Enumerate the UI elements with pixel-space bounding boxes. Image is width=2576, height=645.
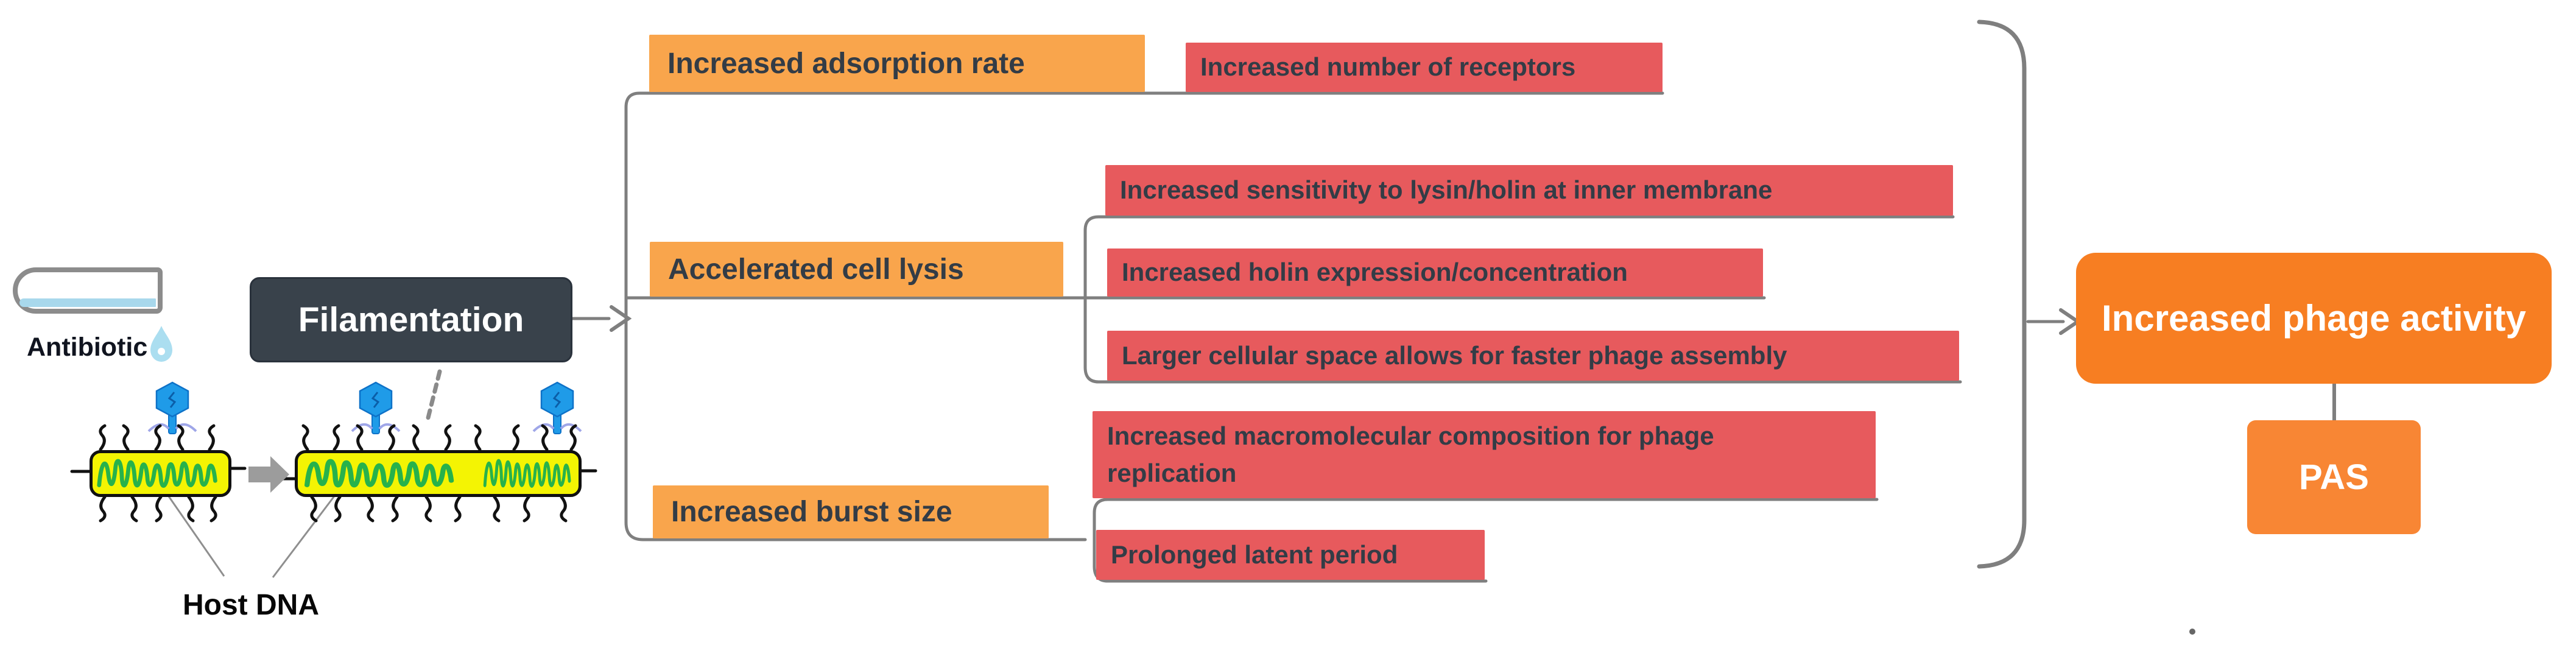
filamentation-callout-dashed-line [426,369,442,420]
factor-sensitivity-lysin-holin: Increased sensitivity to lysin/holin at … [1105,165,1953,216]
factor-larger-cellular-space: Larger cellular space allows for faster … [1107,331,1959,381]
factor-label: Prolonged latent period [1111,540,1398,569]
factor-label: Increased macromolecular composition for… [1107,421,1714,487]
factor-prolonged-latent-period: Prolonged latent period [1096,530,1485,580]
grouping-brace-path [1977,19,2027,569]
factor-label: Increased sensitivity to lysin/holin at … [1120,175,1773,205]
outcome-label: Increased phage activity [2102,298,2526,339]
elongation-arrow-icon [248,456,289,493]
factor-increased-receptors: Increased number of receptors [1186,43,1663,92]
host-dna-label: Host DNA [183,589,319,621]
host-dna-squiggle [483,459,571,488]
factor-holin-expression: Increased holin expression/concentration [1107,248,1763,297]
branch-lines [571,19,2336,583]
result-pas: PAS [2247,420,2421,534]
topic-label: Increased adsorption rate [667,47,1025,80]
topic-increased-adsorption-rate: Increased adsorption rate [649,35,1145,92]
antibiotic-capsule-icon [13,267,163,314]
topic-increased-burst-size: Increased burst size [653,485,1049,538]
factor-macromolecular-composition: Increased macromolecular composition for… [1093,411,1876,498]
bacteriophage-icon [532,381,582,434]
capsule-liquid [19,298,156,307]
host-dna-squiggle [97,459,217,488]
factor-label: Larger cellular space allows for faster … [1122,340,1787,370]
host-dna-pointer-lines [166,487,342,578]
topic-label: Accelerated cell lysis [668,253,964,286]
filamentation-label: Filamentation [298,300,524,339]
factor-label: Increased number of receptors [1200,52,1576,82]
topic-accelerated-cell-lysis: Accelerated cell lysis [650,242,1063,297]
antibiotic-label: Antibiotic [27,333,148,362]
bacteriophage-icon [147,381,197,434]
factor-label: Increased holin expression/concentration [1122,258,1628,287]
bacteriophage-icon [351,381,401,434]
result-label: PAS [2299,457,2369,497]
stray-dot [2189,629,2195,635]
host-dna-squiggle [304,459,454,488]
outcome-increased-phage-activity: Increased phage activity [2076,253,2552,384]
topic-label: Increased burst size [671,496,952,528]
water-droplet-icon [150,326,172,362]
filamentation-node: Filamentation [250,277,572,362]
